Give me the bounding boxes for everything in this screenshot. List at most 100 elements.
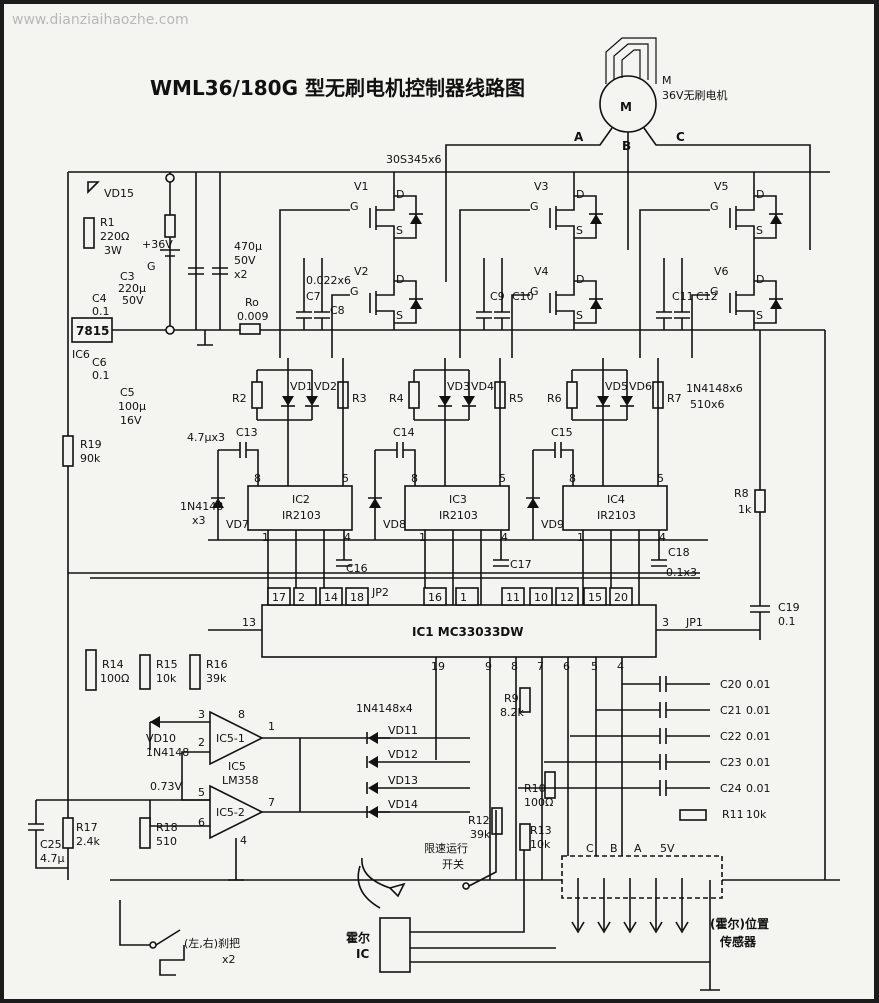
ic1-right-pin: 3 (662, 616, 669, 629)
driver-vd: VD8 (383, 518, 406, 531)
driver-part: IR2103 (282, 509, 321, 522)
ic1-top-pin-1: 1 (460, 591, 467, 604)
speed-switch-1: 限速运行 (424, 842, 468, 855)
driver-pin-5: 5 (499, 472, 506, 485)
mosfet-label: V6 (714, 265, 729, 278)
gate-pin: G (350, 285, 359, 298)
driver-vd: VD9 (541, 518, 564, 531)
source-pin: S (396, 224, 403, 237)
bias-voltage: 0.73V (150, 780, 182, 793)
c6-value: 0.1 (92, 369, 110, 382)
opamp-partno: LM358 (222, 774, 259, 787)
driver-part: IR2103 (597, 509, 636, 522)
vd15-label: VD15 (104, 187, 134, 200)
hall-ic-1: 霍尔 (346, 930, 370, 945)
c17-label: C17 (510, 558, 532, 571)
source-pin: S (756, 309, 763, 322)
ic1-top-pin-12: 12 (560, 591, 574, 604)
drain-pin: D (396, 273, 404, 286)
opamp-pin8: 8 (238, 708, 245, 721)
cap-c23: C23 0.01 (544, 754, 771, 770)
ic1-top-pin-16: 16 (428, 591, 442, 604)
opamp-section: R14 100Ω R15 10k R16 39k IC5-1 IC5 LM358… (28, 649, 390, 881)
ic1-pin-box (345, 587, 369, 606)
diode-vd12: VD12 (366, 748, 470, 768)
filter-bank: R9 8.2k R10 100Ω R12 39k R13 10k R11 10k… (468, 676, 771, 851)
opamp1-label: IC5-1 (216, 732, 245, 745)
driver-vd: VD7 (226, 518, 249, 531)
cap-name: C24 (720, 782, 742, 795)
c6-label: C6 (92, 356, 107, 369)
ic1-bottom-pin-19: 19 (431, 660, 445, 673)
c8-label: C8 (330, 304, 345, 317)
diode-label: VD13 (388, 774, 418, 787)
source-pin: S (396, 309, 403, 322)
c5-label: C5 (120, 386, 135, 399)
sense-val: 0.009 (237, 310, 269, 323)
driver-diode-a: VD5 (605, 380, 628, 393)
ic1-pin-box (423, 587, 447, 606)
ic1-pin-box (501, 587, 525, 606)
r17-value: 2.4k (76, 835, 100, 848)
c7-label: C7 (306, 290, 321, 303)
c5-volt: 16V (120, 414, 142, 427)
hall-pin-5v: 5V (660, 842, 675, 855)
opamp-pin5: 5 (198, 786, 205, 799)
opamp-pin4: 4 (240, 834, 247, 847)
c19-value: 0.1 (778, 615, 796, 628)
cap-name: C21 (720, 704, 742, 717)
right-diode-note: 1N4148x6 (686, 382, 743, 395)
ic1-bottom-pin-8: 8 (511, 660, 518, 673)
drain-pin: D (756, 273, 764, 286)
watermark: www.dianziaihaozhe.com (12, 12, 189, 28)
diode-label: VD14 (388, 798, 418, 811)
ic1-pin-box (319, 587, 343, 606)
c4-value: 0.1 (92, 305, 110, 318)
ic1-bottom-pin-9: 9 (485, 660, 492, 673)
mosfet-v2: V2G D S (350, 265, 423, 329)
phase-a-label: A (574, 130, 584, 144)
vd10-label: VD10 (146, 732, 176, 745)
driver-diode-b: VD4 (471, 380, 494, 393)
gate-pin: G (530, 200, 539, 213)
mosfet-label: V3 (534, 180, 549, 193)
driver-pin-1: 1 (577, 531, 584, 544)
driver-pin-1: 1 (419, 531, 426, 544)
brake-count: x2 (222, 953, 236, 966)
hall-ic-2: IC (356, 947, 369, 961)
opamp2-label: IC5-2 (216, 806, 245, 819)
driver-notes: 4.7μx3 1N4148 x3 1N4148x6 510x6 (180, 382, 743, 527)
r16-value: 39k (206, 672, 227, 685)
c4-label: C4 (92, 292, 107, 305)
driver-res-b: R5 (509, 392, 524, 405)
c25-value: 4.7μ (40, 852, 65, 865)
cap-value: 0.01 (746, 756, 771, 769)
driver-diode-a: VD3 (447, 380, 470, 393)
ic1-pin-box (609, 587, 633, 606)
r18-value: 510 (156, 835, 177, 848)
ic6-label: IC6 (72, 348, 90, 361)
drain-pin: D (756, 188, 764, 201)
c5-value: 100μ (118, 400, 146, 413)
cap-value: 0.01 (746, 704, 771, 717)
ic1-top-pin-14: 14 (324, 591, 338, 604)
mosfet-label: V5 (714, 180, 729, 193)
mosfet-label: V2 (354, 265, 369, 278)
cap-name: C23 (720, 756, 742, 769)
drain-pin: D (396, 188, 404, 201)
ic1-label: IC1 MC33033DW (412, 625, 524, 639)
motor: M M 36V无刷电机 A B C (445, 37, 811, 282)
c3-label: C3 (120, 270, 135, 283)
opamp-pin7: 7 (268, 796, 275, 809)
gate-pin: G (710, 200, 719, 213)
